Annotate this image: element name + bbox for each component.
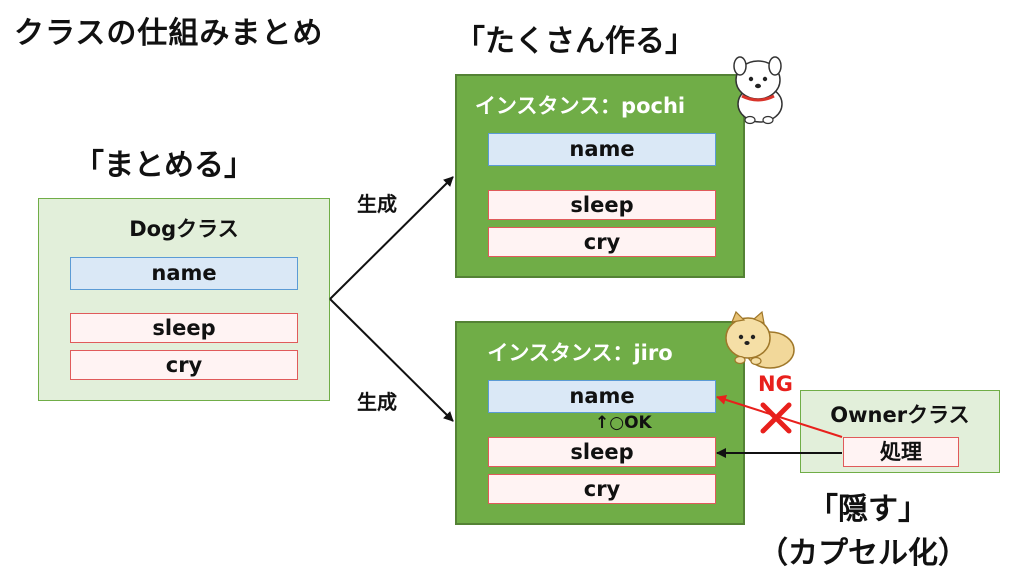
instance-pochi-field-name: name xyxy=(488,133,716,166)
instance-jiro-field-name: name xyxy=(488,380,716,413)
pomeranian-dog-icon xyxy=(725,310,795,369)
generate-arrow-bottom xyxy=(329,298,454,422)
instance-jiro-method-cry: cry xyxy=(488,474,716,504)
dog-class-method-sleep: sleep xyxy=(70,313,298,343)
ok-marker: ↑○OK xyxy=(595,413,652,433)
label-matomeru: 「まとめる」 xyxy=(74,148,254,183)
instance-pochi-method-cry: cry xyxy=(488,227,716,257)
ok-arrow-circle: ↑○ xyxy=(595,413,625,433)
cross-mark-icon xyxy=(760,402,792,434)
instance-jiro-method-sleep: sleep xyxy=(488,437,716,467)
page-title: クラスの仕組みまとめ xyxy=(14,16,324,51)
owner-class-box: Ownerクラス 処理 xyxy=(800,390,1000,473)
dog-class-box: Dogクラス name sleep cry xyxy=(38,198,330,401)
ng-label: NG xyxy=(758,372,793,396)
label-generate-top: 生成 xyxy=(357,192,397,216)
ok-label: OK xyxy=(624,413,652,433)
label-encapsulation: （カプセル化） xyxy=(758,536,968,571)
dog-class-field-name: name xyxy=(70,257,298,290)
instance-pochi-method-sleep: sleep xyxy=(488,190,716,220)
owner-class-process: 処理 xyxy=(843,437,959,467)
instance-jiro-title: インスタンス：jiro xyxy=(487,341,673,365)
owner-class-title: Ownerクラス xyxy=(830,403,970,427)
instance-pochi-title: インスタンス：pochi xyxy=(474,94,686,118)
dog-class-method-cry: cry xyxy=(70,350,298,380)
dog-class-title: Dogクラス xyxy=(129,217,239,241)
instance-pochi-box: インスタンス：pochi name sleep cry xyxy=(455,74,745,278)
label-generate-bottom: 生成 xyxy=(357,390,397,414)
generate-arrow-top xyxy=(329,176,454,300)
label-takusan: 「たくさん作る」 xyxy=(455,24,695,59)
instance-jiro-box: インスタンス：jiro name sleep cry xyxy=(455,321,745,525)
label-kakusu: 「隠す」 xyxy=(808,492,928,527)
white-dog-icon xyxy=(733,56,783,125)
